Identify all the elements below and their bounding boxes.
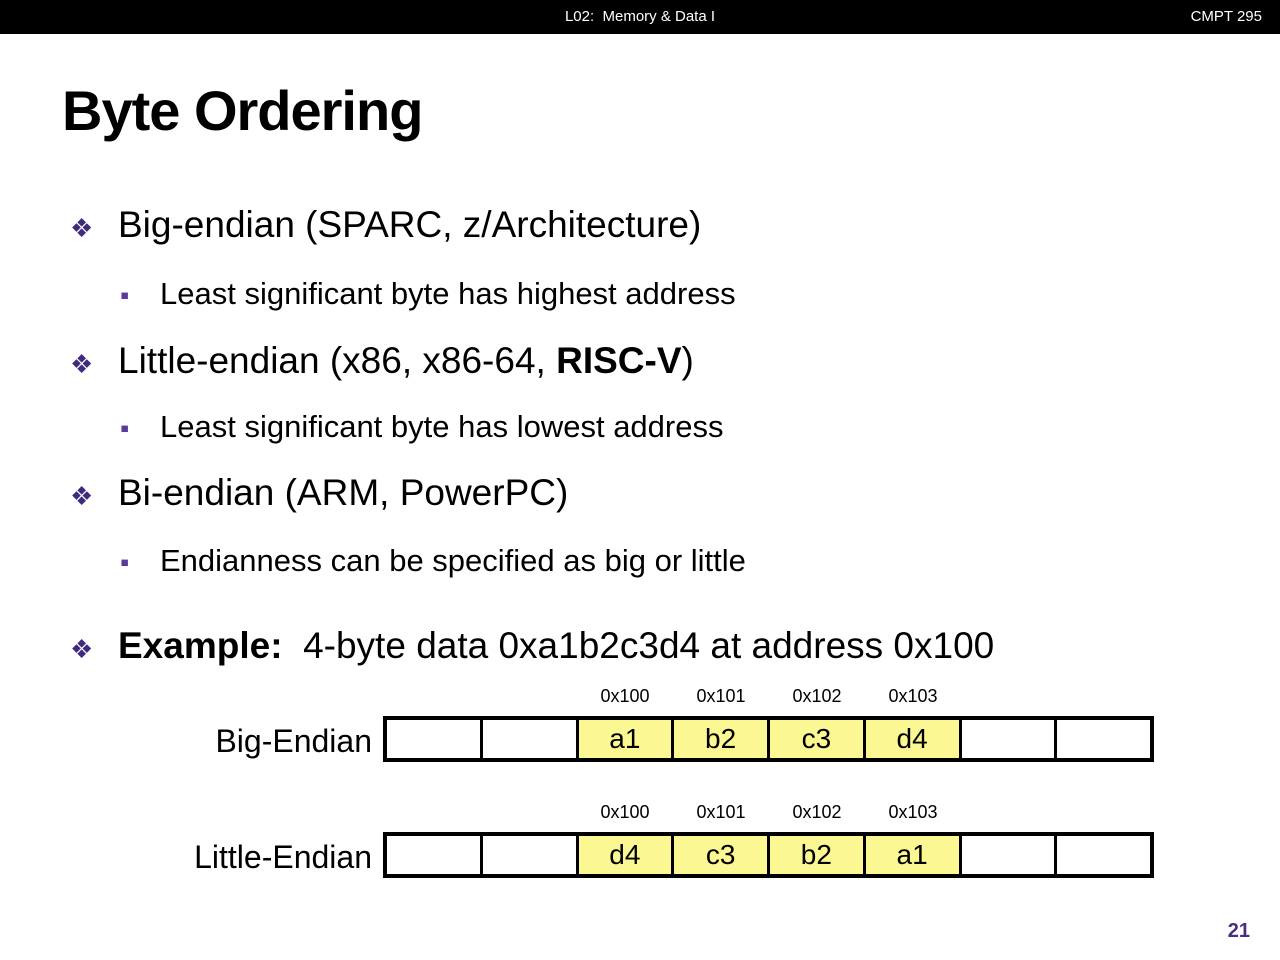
page-title: Byte Ordering	[62, 79, 423, 142]
address-label: 0x101	[696, 686, 746, 706]
bullet-little-endian: ❖ Little-endian (x86, x86-64, RISC-V)	[70, 339, 694, 383]
address-label: 0x100	[600, 802, 650, 822]
header-bar: L02: Memory & Data I CMPT 295	[0, 0, 1280, 34]
byte-cell: d4	[862, 720, 959, 758]
row-label-big-endian: Big-Endian	[215, 723, 372, 759]
address-label: 0x100	[600, 686, 650, 706]
address-label: 0x101	[696, 802, 746, 822]
bullet-text: Big-endian (SPARC, z/Architecture)	[118, 204, 702, 245]
square-bullet-icon: ▪	[120, 547, 130, 577]
course-code: CMPT 295	[1190, 8, 1262, 25]
diamond-bullet-icon: ❖	[70, 634, 94, 664]
byte-bar-big-endian: a1 b2 c3 d4	[383, 716, 1154, 762]
address-label: 0x103	[888, 686, 938, 706]
bullet-big-endian: ❖ Big-endian (SPARC, z/Architecture)	[70, 203, 701, 247]
byte-cell: d4	[575, 836, 672, 874]
address-label: 0x102	[792, 802, 842, 822]
subbullet-big-endian: ▪ Least significant byte has highest add…	[120, 276, 736, 313]
diamond-bullet-icon: ❖	[70, 481, 94, 511]
byte-cell	[958, 720, 1055, 758]
byte-cell	[1054, 720, 1150, 758]
page-number: 21	[1227, 920, 1250, 942]
row-label-little-endian: Little-Endian	[194, 839, 372, 875]
byte-cell	[479, 836, 576, 874]
bullet-bi-endian: ❖ Bi-endian (ARM, PowerPC)	[70, 471, 568, 515]
byte-cell: a1	[575, 720, 672, 758]
byte-bar-little-endian: d4 c3 b2 a1	[383, 832, 1154, 878]
example-label: Example:	[118, 625, 283, 666]
bullet-text-post: )	[681, 340, 694, 381]
address-label: 0x102	[792, 686, 842, 706]
address-label: 0x103	[888, 802, 938, 822]
bullet-example: ❖ Example: 4-byte data 0xa1b2c3d4 at add…	[70, 624, 994, 668]
byte-cell: c3	[767, 720, 863, 758]
byte-cell	[387, 836, 480, 874]
address-row-little-endian: 0x100 0x101 0x102 0x103	[383, 802, 1155, 822]
byte-cell	[387, 720, 480, 758]
byte-cell	[1054, 836, 1150, 874]
subbullet-bi-endian: ▪ Endianness can be specified as big or …	[120, 543, 746, 580]
subbullet-little-endian: ▪ Least significant byte has lowest addr…	[120, 409, 723, 446]
byte-cell: b2	[671, 720, 767, 758]
byte-cell	[958, 836, 1055, 874]
diamond-bullet-icon: ❖	[70, 349, 94, 379]
byte-cell	[479, 720, 576, 758]
subbullet-text: Least significant byte has lowest addres…	[160, 409, 724, 444]
bullet-text: Little-endian (x86, x86-64, RISC-V)	[118, 339, 694, 383]
subbullet-text: Least significant byte has highest addre…	[160, 276, 736, 311]
diamond-bullet-icon: ❖	[70, 213, 94, 243]
bullet-text-bold: RISC-V	[556, 340, 682, 381]
byte-cell: c3	[671, 836, 767, 874]
lecture-title: L02: Memory & Data I	[564, 8, 716, 25]
byte-cell: b2	[767, 836, 863, 874]
byte-cell: a1	[862, 836, 959, 874]
square-bullet-icon: ▪	[120, 413, 130, 443]
example-text: 4-byte data 0xa1b2c3d4 at address 0x100	[282, 625, 995, 666]
address-row-big-endian: 0x100 0x101 0x102 0x103	[383, 686, 1155, 706]
bullet-text: Bi-endian (ARM, PowerPC)	[118, 472, 569, 513]
subbullet-text: Endianness can be specified as big or li…	[160, 543, 746, 578]
square-bullet-icon: ▪	[120, 280, 130, 310]
bullet-text: Example: 4-byte data 0xa1b2c3d4 at addre…	[118, 624, 994, 668]
bullet-text-pre: Little-endian (x86, x86-64,	[118, 340, 557, 381]
